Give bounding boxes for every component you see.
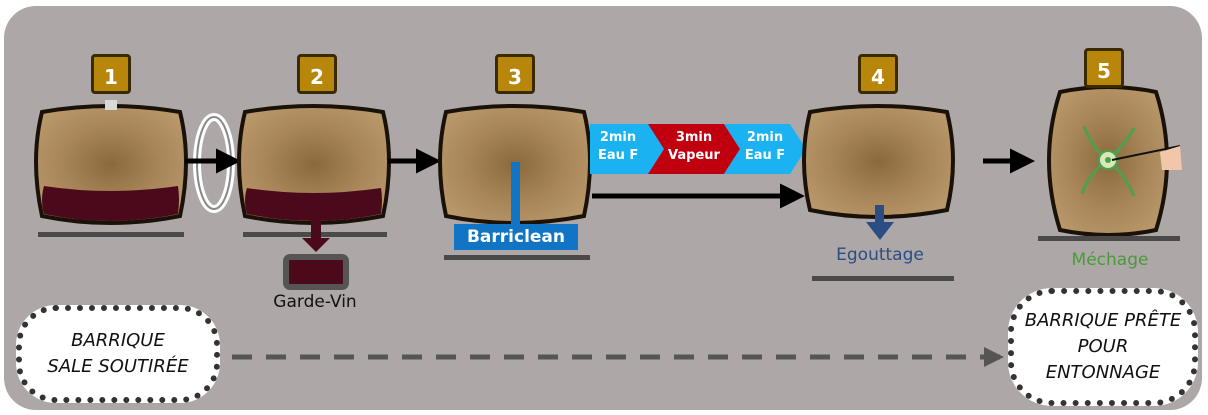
barrel-2 <box>237 104 391 225</box>
start-state-line-1: BARRIQUE <box>71 330 165 351</box>
chevron-2-type: Vapeur <box>668 148 720 163</box>
wine-residue <box>42 186 179 221</box>
end-state-line-3: ENTONNAGE <box>1045 362 1161 383</box>
step-badge-3: 3 <box>495 54 535 94</box>
chevron-3-type: Eau F <box>744 148 786 163</box>
chevron-3-duration: 2min <box>746 130 784 145</box>
chevron-2-text: 3min Vapeur <box>664 129 724 165</box>
barrel-5 <box>1047 85 1182 237</box>
chevron-cold-water-2 <box>724 124 806 174</box>
bung-icon <box>1160 146 1182 170</box>
egouttage-stem <box>875 205 884 225</box>
process-chevrons <box>590 124 806 174</box>
chevron-steam <box>648 124 740 174</box>
garde-vin-tank <box>283 254 349 290</box>
chevron-3-text: 2min Eau F <box>740 129 790 165</box>
barriclean-label: Barriclean <box>466 227 566 247</box>
chevron-1-text: 2min Eau F <box>598 129 638 165</box>
step-badge-2: 2 <box>297 54 337 94</box>
egouttage-arrow <box>866 222 894 240</box>
end-state-line-2: POUR <box>1077 336 1129 357</box>
drain-pipe <box>311 212 321 240</box>
end-state-bubble: BARRIQUE PRÊTE POUR ENTONNAGE <box>1008 288 1198 406</box>
chevron-cold-water-1 <box>590 124 664 174</box>
step-badge-4: 4 <box>858 54 898 94</box>
end-state-line-1: BARRIQUE PRÊTE <box>1024 310 1182 331</box>
barrel-4 <box>802 104 955 219</box>
bung-hole <box>105 100 117 110</box>
step-badge-1: 1 <box>91 54 131 94</box>
stand-5 <box>1038 236 1180 241</box>
barriclean-box <box>454 224 578 250</box>
chevron-1-type: Eau F <box>598 148 639 163</box>
drain-arrow <box>302 238 330 252</box>
stand-1 <box>38 232 184 237</box>
start-state-line-2: SALE SOUTIRÉE <box>47 356 189 377</box>
step-badge-5: 5 <box>1084 48 1124 88</box>
mechage-label: Méchage <box>1071 250 1149 270</box>
garde-vin-label: Garde-Vin <box>273 292 357 312</box>
egouttage-label: Egouttage <box>836 245 924 265</box>
stand-3 <box>444 255 590 260</box>
wine-residue <box>245 188 382 221</box>
barrel-1 <box>34 100 188 225</box>
stand-4 <box>812 276 954 281</box>
chevron-2-duration: 3min <box>675 130 713 145</box>
start-state-bubble: BARRIQUE SALE SOUTIRÉE <box>16 305 220 403</box>
barriclean-lance <box>511 162 520 226</box>
chevron-1-duration: 2min <box>599 130 637 145</box>
